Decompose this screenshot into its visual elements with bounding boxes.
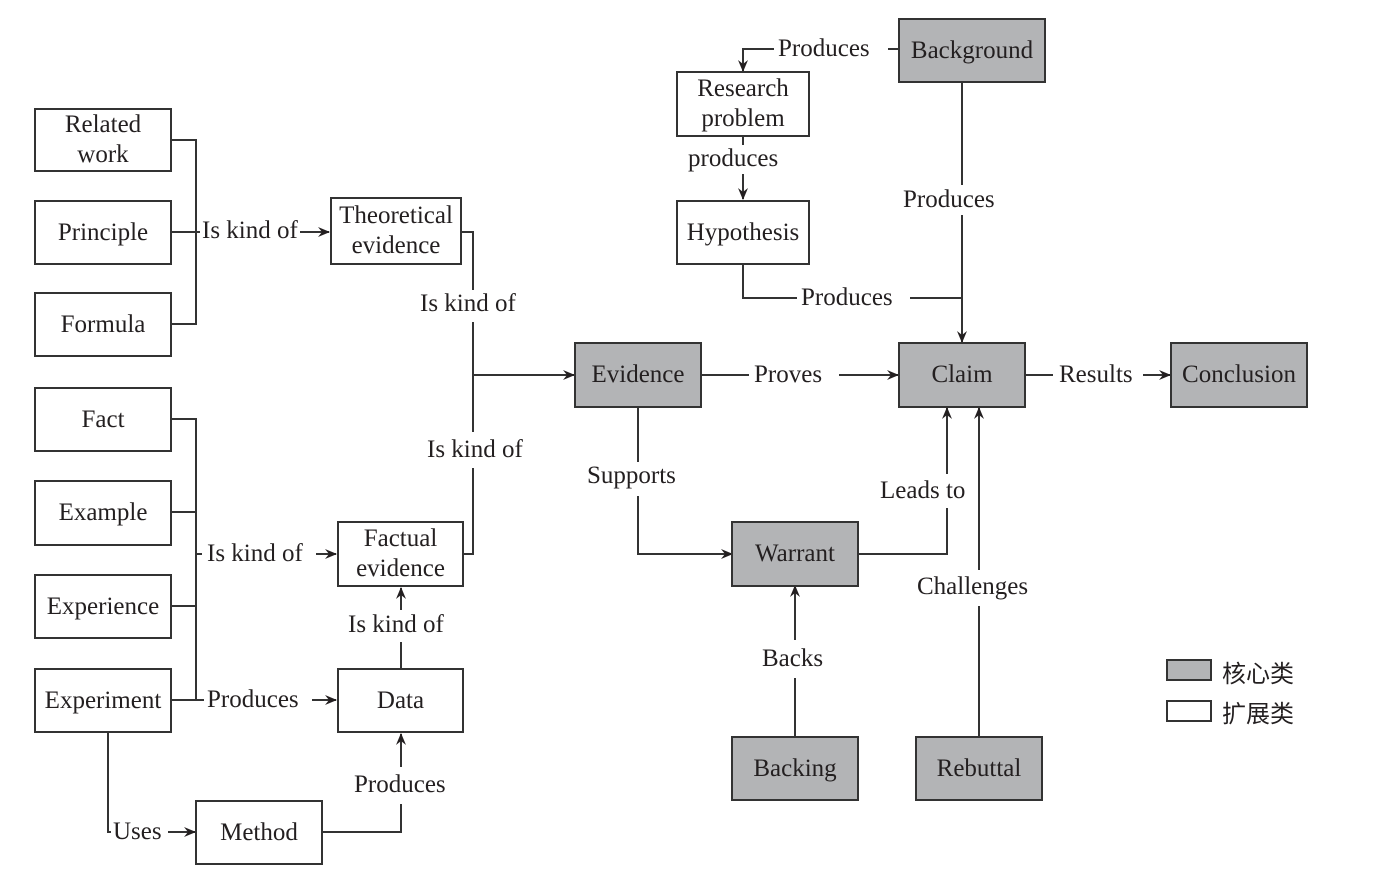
edge-label-background-produces-problem: Produces: [776, 35, 872, 63]
node-backing: Backing: [731, 736, 859, 801]
edge-method-produces: [322, 804, 402, 833]
edge-hyp-a: [742, 265, 797, 299]
edge-label-theory-kind: Is kind of: [200, 217, 300, 245]
legend-swatch-core: [1166, 659, 1212, 681]
edge-theoretical-evidence: [461, 231, 474, 290]
edge-label-data-kind: Is kind of: [346, 611, 446, 639]
edge-label-method-produces: Produces: [352, 771, 448, 799]
edge-label-problem-produces: produces: [686, 145, 781, 173]
node-experiment: Experiment: [34, 668, 172, 733]
legend-label-extended: 扩展类: [1222, 700, 1294, 728]
edge-label-challenges: Challenges: [915, 573, 1031, 601]
node-research-problem: Research problem: [676, 71, 810, 137]
node-method: Method: [195, 800, 323, 865]
edge-trunk2: [464, 468, 474, 555]
node-formula: Formula: [34, 292, 172, 357]
node-hypothesis: Hypothesis: [676, 200, 810, 265]
edge-label-supports: Supports: [585, 462, 678, 490]
edge-label-experiment-produces: Produces: [205, 686, 301, 714]
node-data: Data: [337, 668, 464, 733]
edge-leads-to-a: [858, 508, 948, 555]
edge-label-results: Results: [1057, 361, 1135, 389]
node-related-work: Related work: [34, 108, 172, 172]
edge-label-leads-to: Leads to: [878, 477, 968, 505]
node-background: Background: [898, 18, 1046, 83]
edge-label-hypothesis-produces: Produces: [799, 284, 895, 312]
node-example: Example: [34, 480, 172, 546]
edge-label-backs: Backs: [760, 645, 826, 673]
legend-swatch-extended: [1166, 700, 1212, 722]
node-warrant: Warrant: [731, 521, 859, 587]
edge-label-uses: Uses: [111, 818, 164, 846]
edge-label-theoretical-to-evidence: Is kind of: [418, 290, 518, 318]
node-rebuttal: Rebuttal: [915, 736, 1043, 801]
node-fact: Fact: [34, 387, 172, 452]
node-claim: Claim: [898, 342, 1026, 408]
node-theoretical-evidence: Theoretical evidence: [330, 197, 462, 265]
legend-label-core: 核心类: [1222, 660, 1294, 688]
node-evidence: Evidence: [574, 342, 702, 408]
node-conclusion: Conclusion: [1170, 342, 1308, 408]
edge-bg-produces-b: [738, 48, 774, 72]
edge-supports-b: [637, 496, 733, 559]
edge-uses: [107, 732, 112, 833]
edge-fact-bracket: [171, 418, 197, 701]
edge-label-proves: Proves: [752, 361, 825, 389]
edge-label-fact-kind: Is kind of: [205, 540, 305, 568]
node-factual-evidence: Factual evidence: [337, 521, 464, 587]
edge-label-factual-to-evidence: Is kind of: [425, 436, 525, 464]
edge-label-background-produces-claim: Produces: [901, 186, 997, 214]
node-experience: Experience: [34, 574, 172, 639]
node-principle: Principle: [34, 200, 172, 265]
